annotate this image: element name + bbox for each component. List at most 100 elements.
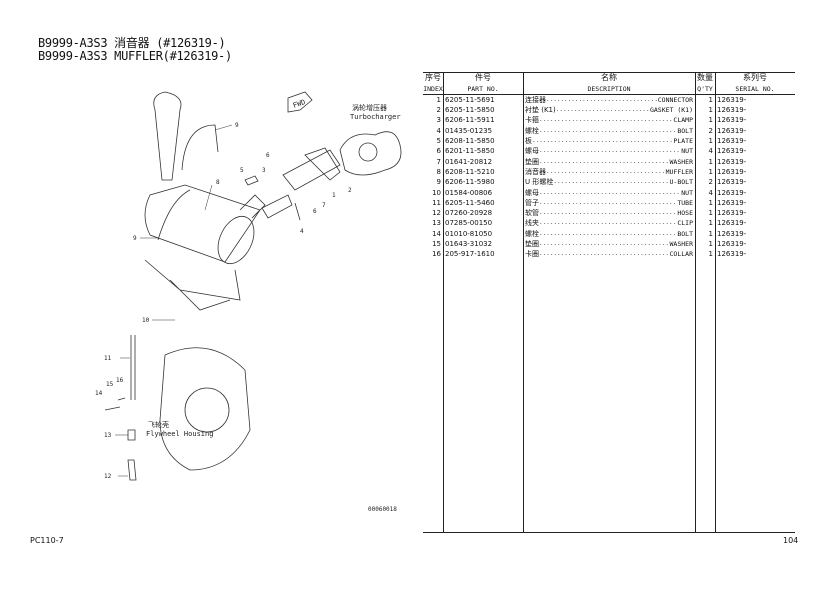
serial-cell: 126319- <box>717 240 747 248</box>
serial-cell: 126319- <box>717 106 747 115</box>
leader-dots <box>539 146 681 156</box>
callout-6: 6 <box>266 152 270 159</box>
serial-cell: 126319- <box>717 116 747 125</box>
description-en: WASHER <box>669 157 693 166</box>
bolt-washer <box>104 397 126 411</box>
callout-7: 7 <box>322 202 326 209</box>
description-cell: 线夹CLIP <box>523 218 695 228</box>
description-cell: 螺栓BOLT <box>523 126 695 136</box>
serial-cell: 126319- <box>717 229 747 238</box>
description-cn: 螺栓 <box>525 126 539 135</box>
callout-11: 11 <box>104 355 112 362</box>
part-number-cell: 6208-11-5850 <box>445 137 495 146</box>
index-cell: 3 <box>436 116 441 125</box>
index-cell: 15 <box>432 240 441 248</box>
leader-dots <box>556 105 650 115</box>
connector <box>282 149 341 191</box>
drawing-number: 00060018 <box>368 506 397 513</box>
index-cell: 2 <box>436 106 441 115</box>
serial-cell: 126319- <box>717 219 747 228</box>
part-number-cell: 6208-11-5210 <box>445 167 495 176</box>
plate <box>244 175 259 186</box>
serial-cell: 126319- <box>717 209 747 218</box>
leader-dots <box>539 188 681 198</box>
index-cell: 9 <box>436 178 441 187</box>
description-cn: 管子 <box>525 198 539 207</box>
leader-dots <box>532 136 673 146</box>
serial-cell: 126319- <box>717 178 747 187</box>
description-cn: 线夹 <box>525 219 539 228</box>
page-number: 104 <box>783 536 799 545</box>
description-cn: 螺母 <box>525 147 539 156</box>
serial-cell: 126319- <box>717 157 747 166</box>
description-cell: 螺母NUT <box>523 187 695 197</box>
header-part-no: PART NO. <box>467 84 499 93</box>
leader-dots <box>539 249 670 259</box>
serial-cell: 126319- <box>717 147 747 156</box>
clamp <box>261 194 293 219</box>
hose <box>127 459 137 481</box>
qty-cell: 1 <box>708 209 713 218</box>
index-cell: 7 <box>436 157 441 166</box>
serial-cell: 126319- <box>717 96 747 104</box>
callout-8: 8 <box>216 179 220 186</box>
callout-9: 9 <box>235 122 239 129</box>
tube <box>130 335 136 400</box>
part-number-cell: 6206-11-5980 <box>445 178 495 187</box>
serial-cell: 126319- <box>717 126 747 135</box>
description-cell: 管子TUBE <box>523 198 695 208</box>
description-en: PLATE <box>673 137 693 146</box>
part-number-cell: 6206-11-5911 <box>445 116 495 125</box>
header-description: DESCRIPTION <box>587 84 631 93</box>
column-divider <box>443 72 444 532</box>
part-number-cell: 01643-31032 <box>445 240 493 248</box>
part-number-cell: 6205-11-5460 <box>445 198 495 207</box>
description-cell: 卡箍CLAMP <box>523 115 695 125</box>
description-cn: 软管 <box>525 209 539 218</box>
muffler-end <box>217 215 255 265</box>
description-cell: 衬垫 (K1)GASKET (K1) <box>523 105 695 115</box>
u-bolt <box>181 124 219 171</box>
callout-5: 5 <box>240 167 244 174</box>
page-title-en: B9999-A3S3 MUFFLER(#126319-) <box>38 49 232 63</box>
tail-pipe <box>153 91 182 181</box>
qty-cell: 4 <box>708 147 713 156</box>
header-part-cn: 件号 <box>475 73 491 83</box>
description-cn: 消音器 <box>525 167 546 176</box>
qty-cell: 1 <box>708 106 713 115</box>
leader-dots <box>539 115 673 125</box>
callout-15: 15 <box>106 381 114 388</box>
part-number-cell: 6201-11-5850 <box>445 147 495 156</box>
leader-dots <box>539 218 677 228</box>
description-cn: 螺母 <box>525 188 539 197</box>
part-number-cell: 01010-81050 <box>445 229 493 238</box>
table-frame <box>423 72 795 533</box>
description-cell: 卡圈COLLAR <box>523 249 695 259</box>
description-cell: 垫圈 WASHER <box>523 156 695 166</box>
index-cell: 1 <box>436 96 441 104</box>
description-cn: 垫圈 <box>525 157 539 166</box>
description-en: CONNECTOR <box>657 96 693 104</box>
qty-cell: 1 <box>708 229 713 238</box>
description-cn: 螺栓 <box>525 229 539 238</box>
callout-12: 12 <box>104 473 112 480</box>
description-cell: 软管HOSE <box>523 208 695 218</box>
index-cell: 4 <box>436 126 441 135</box>
description-cell: 连接器 CONNECTOR <box>523 95 695 106</box>
description-cell: 消音器MUFFLER <box>523 167 695 177</box>
part-number-cell: 01435-01235 <box>445 126 493 135</box>
description-cell: U 形螺栓U-BOLT <box>523 177 695 187</box>
fwd-label: FWD <box>292 98 307 110</box>
description-cn: 连接器 <box>525 96 546 104</box>
turbocharger-label-cn: 涡轮增压器 <box>352 103 387 112</box>
part-number-cell: 07260-20928 <box>445 209 493 218</box>
description-cn: 垫圈 <box>525 240 539 248</box>
index-cell: 13 <box>432 219 441 228</box>
